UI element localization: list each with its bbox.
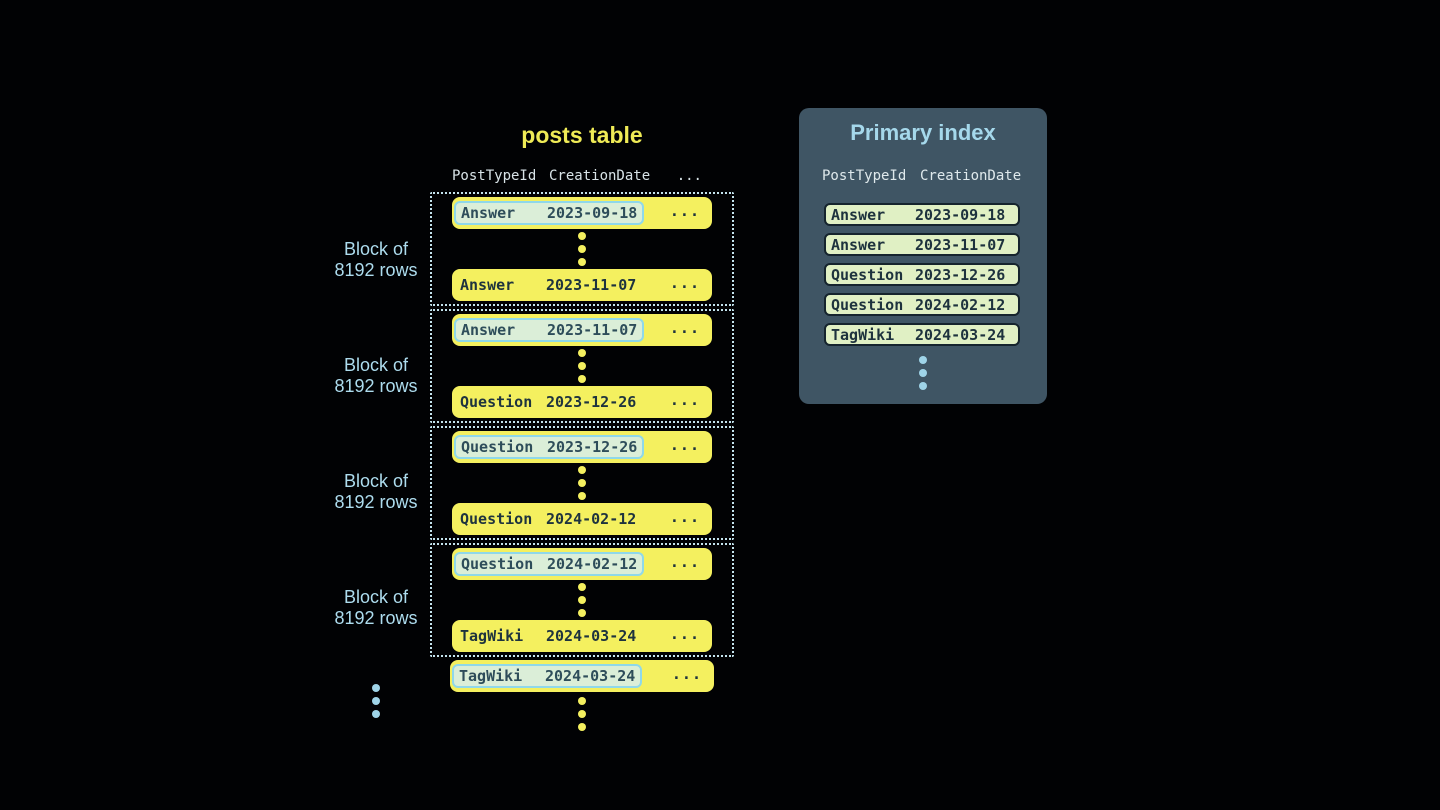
block-label-line1: Block of: [343, 239, 409, 259]
table-row: Answer 2023-09-18 ...: [452, 197, 712, 229]
post-type-cell: TagWiki: [460, 627, 524, 645]
row-ellipsis: ...: [669, 319, 700, 337]
vertical-ellipsis-icon: [578, 232, 586, 266]
row-ellipsis: ...: [671, 665, 702, 683]
indexed-key-highlight: Question 2023-12-26: [454, 435, 645, 459]
table-row: TagWiki 2024-03-24 ...: [450, 660, 714, 692]
post-type-cell: Answer: [461, 204, 516, 222]
primary-index-column-headers: PostTypeId CreationDate: [822, 168, 1021, 184]
creation-date-cell: 2023-12-26: [915, 265, 1006, 284]
index-entry: Question 2024-02-12: [824, 293, 1020, 316]
creation-date-cell: 2024-02-12: [915, 295, 1006, 314]
block-label-line2: 8192 rows: [334, 376, 418, 396]
block-label-line2: 8192 rows: [334, 260, 418, 280]
indexed-key-highlight: Answer 2023-11-07: [454, 318, 645, 342]
row-ellipsis: ...: [669, 436, 700, 454]
creation-date-cell: 2024-03-24: [545, 667, 636, 685]
creation-date-cell: 2023-09-18: [915, 205, 1006, 224]
block-size-label: Block of 8192 rows: [311, 239, 441, 281]
row-ellipsis: ...: [669, 202, 700, 220]
posts-table-title: posts table: [521, 122, 643, 148]
post-type-cell: Question: [460, 393, 533, 411]
index-entry: Answer 2023-09-18: [824, 203, 1020, 226]
post-type-cell: Question: [831, 295, 904, 314]
index-entry: TagWiki 2024-03-24: [824, 323, 1020, 346]
posts-block-4: Question 2024-02-12 ... TagWiki 2024-03-…: [430, 543, 734, 657]
block-label-line1: Block of: [343, 355, 409, 375]
row-ellipsis: ...: [669, 625, 700, 643]
indexed-key-highlight: Answer 2023-09-18: [454, 201, 645, 225]
column-header-more: ...: [676, 168, 702, 184]
table-continues-ellipsis-icon: [430, 697, 734, 731]
vertical-ellipsis-icon: [578, 349, 586, 383]
primary-index-panel: Primary index PostTypeId CreationDate An…: [799, 108, 1047, 404]
table-row: Question 2023-12-26 ...: [452, 431, 712, 463]
posts-block-1: Answer 2023-09-18 ... Answer 2023-11-07 …: [430, 192, 734, 306]
index-entry: Question 2023-12-26: [824, 263, 1020, 286]
table-row: Question 2024-02-12 ...: [452, 548, 712, 580]
row-ellipsis: ...: [669, 553, 700, 571]
row-ellipsis: ...: [669, 508, 700, 526]
creation-date-cell: 2024-03-24: [915, 325, 1006, 344]
creation-date-cell: 2023-09-18: [547, 204, 638, 222]
index-entry: Answer 2023-11-07: [824, 233, 1020, 256]
creation-date-cell: 2024-02-12: [547, 555, 638, 573]
block-label-line1: Block of: [343, 471, 409, 491]
block-size-label: Block of 8192 rows: [311, 355, 441, 397]
row-ellipsis: ...: [669, 391, 700, 409]
index-continues-ellipsis-icon: [799, 356, 1047, 390]
column-header-posttypeid: PostTypeId: [822, 168, 907, 184]
table-row: Answer 2023-11-07 ...: [452, 269, 712, 301]
column-header-creationdate: CreationDate: [920, 168, 1022, 184]
primary-index-title: Primary index: [850, 120, 996, 145]
creation-date-cell: 2023-12-26: [547, 438, 638, 456]
post-type-cell: Answer: [831, 205, 886, 224]
table-row: Answer 2023-11-07 ...: [452, 314, 712, 346]
indexed-key-highlight: TagWiki 2024-03-24: [452, 664, 643, 688]
posts-trailing-row-wrap: TagWiki 2024-03-24 ...: [430, 660, 734, 692]
creation-date-cell: 2023-11-07: [546, 276, 637, 294]
blocks-continue-ellipsis-icon: [311, 684, 441, 718]
table-row: TagWiki 2024-03-24 ...: [452, 620, 712, 652]
post-type-cell: Answer: [831, 235, 886, 254]
creation-date-cell: 2024-02-12: [546, 510, 637, 528]
post-type-cell: TagWiki: [459, 667, 523, 685]
vertical-ellipsis-icon: [578, 583, 586, 617]
post-type-cell: Question: [460, 510, 533, 528]
creation-date-cell: 2023-12-26: [546, 393, 637, 411]
posts-block-2: Answer 2023-11-07 ... Question 2023-12-2…: [430, 309, 734, 423]
block-size-label: Block of 8192 rows: [311, 587, 441, 629]
column-header-posttypeid: PostTypeId: [452, 168, 537, 184]
creation-date-cell: 2023-11-07: [915, 235, 1006, 254]
row-ellipsis: ...: [669, 274, 700, 292]
vertical-ellipsis-icon: [578, 466, 586, 500]
post-type-cell: Answer: [461, 321, 516, 339]
column-header-creationdate: CreationDate: [549, 168, 651, 184]
post-type-cell: Question: [461, 438, 534, 456]
post-type-cell: TagWiki: [831, 325, 895, 344]
post-type-cell: Question: [461, 555, 534, 573]
block-label-line2: 8192 rows: [334, 492, 418, 512]
posts-table-column-headers: PostTypeId CreationDate ...: [452, 168, 712, 184]
post-type-cell: Answer: [460, 276, 515, 294]
table-row: Question 2023-12-26 ...: [452, 386, 712, 418]
creation-date-cell: 2023-11-07: [547, 321, 638, 339]
indexed-key-highlight: Question 2024-02-12: [454, 552, 645, 576]
posts-block-3: Question 2023-12-26 ... Question 2024-02…: [430, 426, 734, 540]
block-label-line2: 8192 rows: [334, 608, 418, 628]
block-size-label: Block of 8192 rows: [311, 471, 441, 513]
block-label-line1: Block of: [343, 587, 409, 607]
post-type-cell: Question: [831, 265, 904, 284]
table-row: Question 2024-02-12 ...: [452, 503, 712, 535]
creation-date-cell: 2024-03-24: [546, 627, 637, 645]
